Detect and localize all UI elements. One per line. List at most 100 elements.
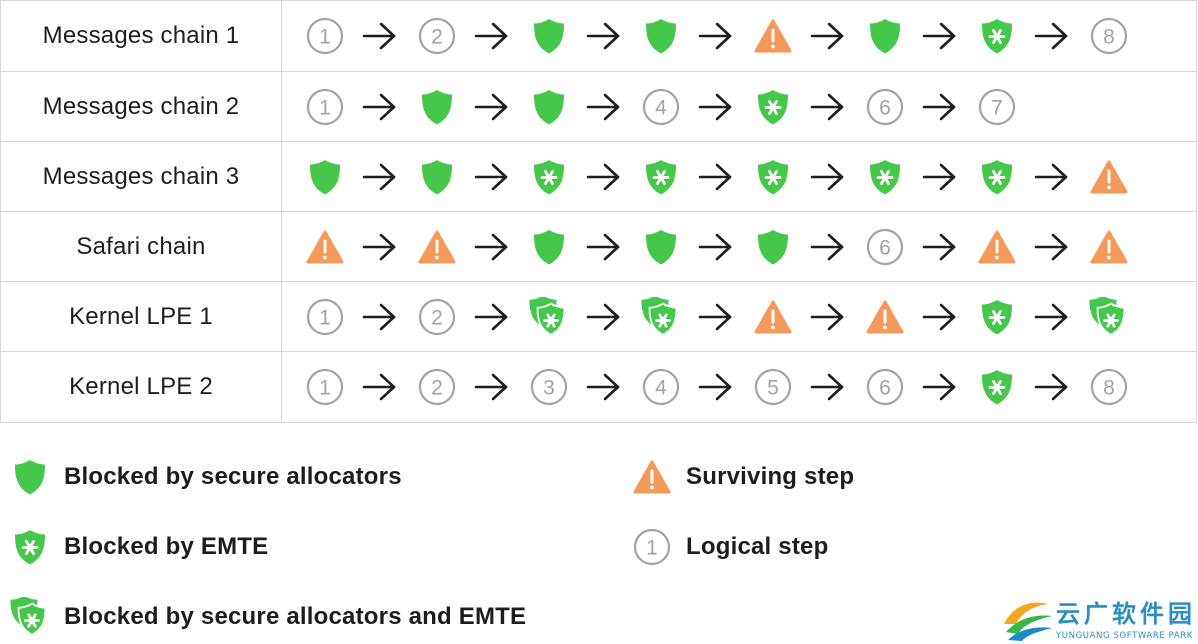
chain-row: Messages chain 3 (1, 141, 1196, 211)
watermark-swoosh (1004, 602, 1048, 624)
right-arrow-icon (698, 21, 734, 51)
legend-label-emte: Blocked by EMTE (64, 533, 269, 560)
legend-item-surviving: Surviving step (632, 455, 854, 499)
right-arrow-icon (698, 302, 734, 332)
chain-name: Messages chain 3 (1, 142, 282, 211)
right-arrow-icon (810, 92, 846, 122)
shield-asterisk-icon (977, 157, 1017, 197)
numbered-circle-icon: 6 (865, 227, 905, 267)
right-arrow-icon (362, 302, 398, 332)
numbered-circle-icon: 1 (632, 525, 672, 569)
step-number-label: 1 (319, 307, 331, 330)
warning-triangle-icon (977, 227, 1017, 267)
shield-asterisk-icon (529, 157, 569, 197)
legend-label-allocator: Blocked by secure allocators (64, 463, 402, 490)
shield-icon (641, 227, 681, 267)
numbered-circle-icon: 4 (641, 367, 681, 407)
right-arrow-icon (586, 302, 622, 332)
warning-triangle-icon (865, 297, 905, 337)
shield-asterisk-icon (865, 157, 905, 197)
right-arrow-icon (586, 162, 622, 192)
step-number-label: 4 (655, 97, 667, 120)
shield-icon (417, 87, 457, 127)
right-arrow-icon (362, 372, 398, 402)
right-arrow-icon (922, 372, 958, 402)
right-arrow-icon (474, 92, 510, 122)
shield-icon (641, 16, 681, 56)
right-arrow-icon (1034, 302, 1070, 332)
right-arrow-icon (810, 162, 846, 192)
step-number-label: 6 (879, 377, 891, 400)
step-number-label: 2 (431, 26, 443, 49)
numbered-circle-icon: 2 (417, 367, 457, 407)
double-shield-asterisk-icon (1089, 297, 1129, 337)
chain-name: Kernel LPE 2 (1, 352, 282, 421)
right-arrow-icon (474, 232, 510, 262)
watermark-text: 云广软件园 (1056, 600, 1196, 628)
warning-triangle-icon (753, 16, 793, 56)
warning-triangle-icon (632, 455, 672, 499)
numbered-circle-icon: 8 (1089, 367, 1129, 407)
step-number-label: 2 (431, 377, 443, 400)
right-arrow-icon (362, 232, 398, 262)
right-arrow-icon (922, 162, 958, 192)
warning-triangle-icon (1089, 157, 1129, 197)
shield-icon (529, 87, 569, 127)
right-arrow-icon (698, 92, 734, 122)
shield-asterisk-icon (753, 157, 793, 197)
double-shield-asterisk-icon (641, 297, 681, 337)
right-arrow-icon (586, 232, 622, 262)
warning-triangle-icon (305, 227, 345, 267)
right-arrow-icon (1034, 21, 1070, 51)
numbered-circle-icon: 8 (1089, 16, 1129, 56)
right-arrow-icon (362, 21, 398, 51)
step-number-label: 2 (431, 307, 443, 330)
right-arrow-icon (810, 302, 846, 332)
warning-triangle-icon (1089, 227, 1129, 267)
right-arrow-icon (474, 302, 510, 332)
shield-asterisk-icon (753, 87, 793, 127)
right-arrow-icon (922, 302, 958, 332)
step-number-label: 4 (655, 377, 667, 400)
right-arrow-icon (810, 372, 846, 402)
right-arrow-icon (474, 162, 510, 192)
legend-item-both: Blocked by secure allocators and EMTE (10, 595, 526, 639)
shield-asterisk-icon (977, 16, 1017, 56)
shield-icon (753, 227, 793, 267)
right-arrow-icon (922, 92, 958, 122)
right-arrow-icon (810, 21, 846, 51)
numbered-circle-icon: 1 (305, 367, 345, 407)
numbered-circle-icon: 4 (641, 87, 681, 127)
right-arrow-icon (698, 232, 734, 262)
legend-item-emte: Blocked by EMTE (10, 525, 268, 569)
right-arrow-icon (586, 92, 622, 122)
shield-asterisk-icon (977, 297, 1017, 337)
step-number-label: 1 (319, 26, 331, 49)
shield-icon (417, 157, 457, 197)
right-arrow-icon (1034, 372, 1070, 402)
step-number-label: 7 (991, 97, 1003, 120)
shield-asterisk-icon (10, 525, 50, 569)
right-arrow-icon (1034, 162, 1070, 192)
step-number-label: 8 (1103, 377, 1115, 400)
numbered-circle-icon: 2 (417, 297, 457, 337)
warning-triangle-icon (417, 227, 457, 267)
shield-icon (305, 157, 345, 197)
right-arrow-icon (362, 92, 398, 122)
step-number-label: 1 (319, 377, 331, 400)
numbered-circle-icon: 5 (753, 367, 793, 407)
legend-item-logical: 1 Logical step (632, 525, 828, 569)
shield-icon (529, 227, 569, 267)
numbered-circle-icon: 2 (417, 16, 457, 56)
right-arrow-icon (922, 21, 958, 51)
shield-icon (10, 455, 50, 499)
watermark-subtext: YUNGUANG SOFTWARE PARK (1055, 631, 1193, 641)
legend-label-both: Blocked by secure allocators and EMTE (64, 603, 527, 630)
step-number-label: 5 (767, 377, 779, 400)
numbered-circle-icon: 1 (305, 87, 345, 127)
